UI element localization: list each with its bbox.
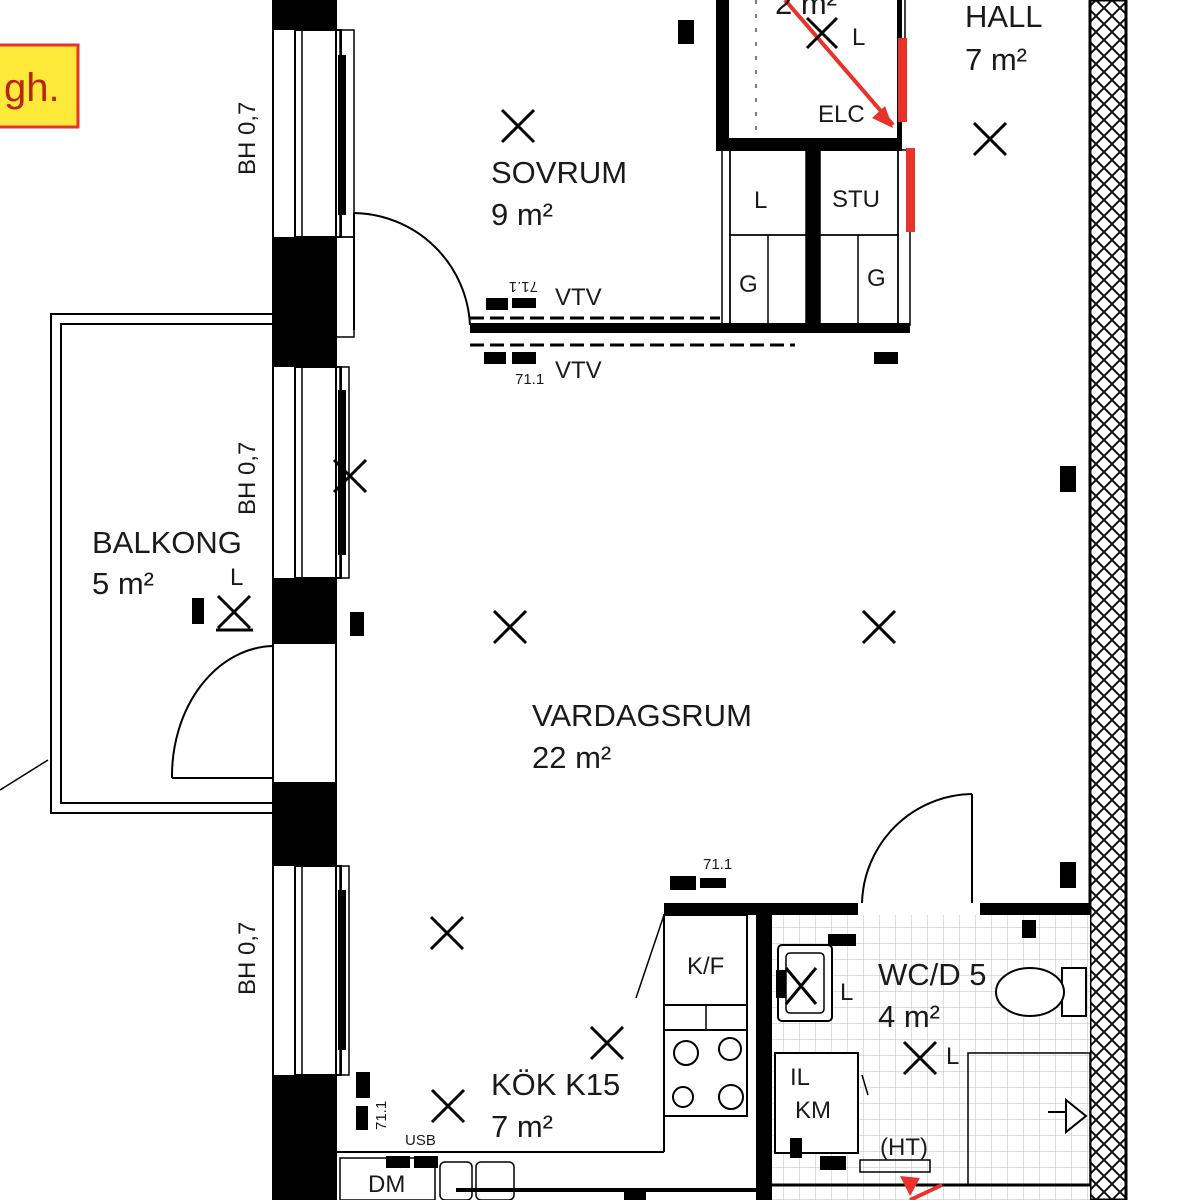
wc-area: 4 m²	[878, 999, 940, 1034]
ceiling-light-x-mark	[492, 609, 528, 645]
kitchen-bath-walls	[336, 793, 1091, 1200]
code-upper-label: 71.1	[509, 278, 538, 295]
ceiling-light-x-mark	[972, 121, 1008, 157]
ceiling-light-x-mark	[902, 1040, 938, 1076]
km-label: KM	[795, 1097, 831, 1124]
balkong-name: BALKONG	[92, 525, 242, 560]
stove-icon	[672, 1037, 744, 1110]
wall-outlet-icon	[672, 20, 694, 44]
ceiling-light-x-mark	[861, 609, 897, 645]
g-right-label: G	[867, 265, 886, 292]
kf-label: K/F	[687, 953, 724, 980]
shower-drain-icon	[1048, 1097, 1088, 1135]
wall-outlet-icon	[874, 352, 898, 364]
wall-outlet-icon	[776, 970, 786, 998]
note-badge: gh.	[0, 43, 80, 129]
bedroom-walls	[353, 0, 915, 347]
code-side-label: 71.1	[373, 1101, 390, 1130]
wall-outlet-icon	[1060, 466, 1076, 492]
ceiling-light-x-mark	[805, 16, 839, 50]
code-kitchen-label: 71.1	[703, 856, 732, 873]
fixture-mark-l: L	[840, 979, 853, 1006]
ceiling-light-x-mark	[500, 108, 536, 144]
ceiling-light-x-mark	[332, 458, 368, 494]
il-label: IL	[790, 1064, 810, 1091]
ceiling-light-marks	[216, 16, 1008, 1124]
g-left-label: G	[739, 271, 758, 298]
wall-outlet-icon	[414, 1156, 438, 1168]
wall-outlet-icon	[820, 1156, 846, 1170]
red-arrow-icon-bottom	[900, 1176, 943, 1200]
note-text: gh.	[4, 66, 60, 110]
hall-name: HALL	[965, 0, 1043, 34]
vtv-lower-label: VTV	[555, 357, 602, 384]
ceiling-light-x-mark	[589, 1025, 625, 1061]
wall-outlet-icon	[484, 352, 506, 364]
window-label-lower: BH 0,7	[234, 922, 261, 995]
toilet-icon	[995, 967, 1087, 1017]
window-middle	[294, 366, 350, 579]
ceiling-light-x-mark	[430, 1088, 466, 1124]
code-lower-label: 71.1	[515, 371, 544, 388]
window-upper	[294, 29, 355, 238]
l-closet-label: L	[754, 187, 767, 214]
sovrum-area: 9 m²	[491, 197, 553, 232]
fixture-mark-l: L	[230, 564, 243, 591]
wall-outlet-icon	[350, 612, 364, 636]
wall-outlet-icon	[192, 598, 204, 624]
wall-outlet-icon	[486, 298, 508, 310]
balcony: BH 0,7 BH 0,7 BH 0,7 BALKONG 5 m²	[0, 102, 274, 995]
red-marker-upper	[898, 38, 907, 122]
wall-outlet-icon	[1022, 920, 1036, 938]
vardagsrum-area: 22 m²	[532, 740, 611, 775]
wall-outlet-icon	[790, 1138, 802, 1158]
elc-label: ELC	[818, 101, 865, 128]
wall-outlet-icon	[624, 1188, 646, 1200]
wall-outlet-icon	[828, 934, 856, 946]
wall-outlet-icon	[670, 876, 696, 890]
red-arrow-icon	[783, 0, 895, 128]
usb-label: USB	[405, 1132, 436, 1149]
vtv-upper-label: VTV	[555, 284, 602, 311]
wall-outlet-icon	[386, 1156, 410, 1168]
hall-area: 7 m²	[965, 42, 1027, 77]
ht-label: (HT)	[880, 1134, 928, 1161]
ceiling-light-x-mark	[216, 594, 252, 630]
window-lower	[294, 865, 350, 1076]
dm-label: DM	[368, 1171, 405, 1198]
kok-area: 7 m²	[491, 1109, 553, 1144]
ceiling-light-x-mark	[429, 915, 465, 951]
kok-name: KÖK K15	[491, 1067, 620, 1102]
top-room-area: 2 m²	[775, 0, 837, 21]
exterior-wall-right	[1088, 0, 1128, 1200]
wall-outlet-icon	[356, 1072, 370, 1098]
window-label-middle: BH 0,7	[234, 442, 261, 515]
wall-outlet-icon	[1060, 862, 1076, 888]
balkong-area: 5 m²	[92, 566, 154, 601]
ceiling-light-x-mark	[784, 967, 818, 1005]
vardagsrum-name: VARDAGSRUM	[532, 698, 752, 733]
wall-outlets	[192, 20, 1076, 1200]
red-marker-lower	[906, 148, 915, 232]
fixture-mark-l: L	[946, 1043, 959, 1070]
window-label-upper: BH 0,7	[234, 102, 261, 175]
exterior-wall-left	[272, 0, 355, 1200]
wc-name: WC/D 5	[878, 957, 987, 992]
stu-label: STU	[832, 186, 880, 213]
fixture-mark-l: L	[852, 24, 865, 51]
sovrum-name: SOVRUM	[491, 155, 627, 190]
